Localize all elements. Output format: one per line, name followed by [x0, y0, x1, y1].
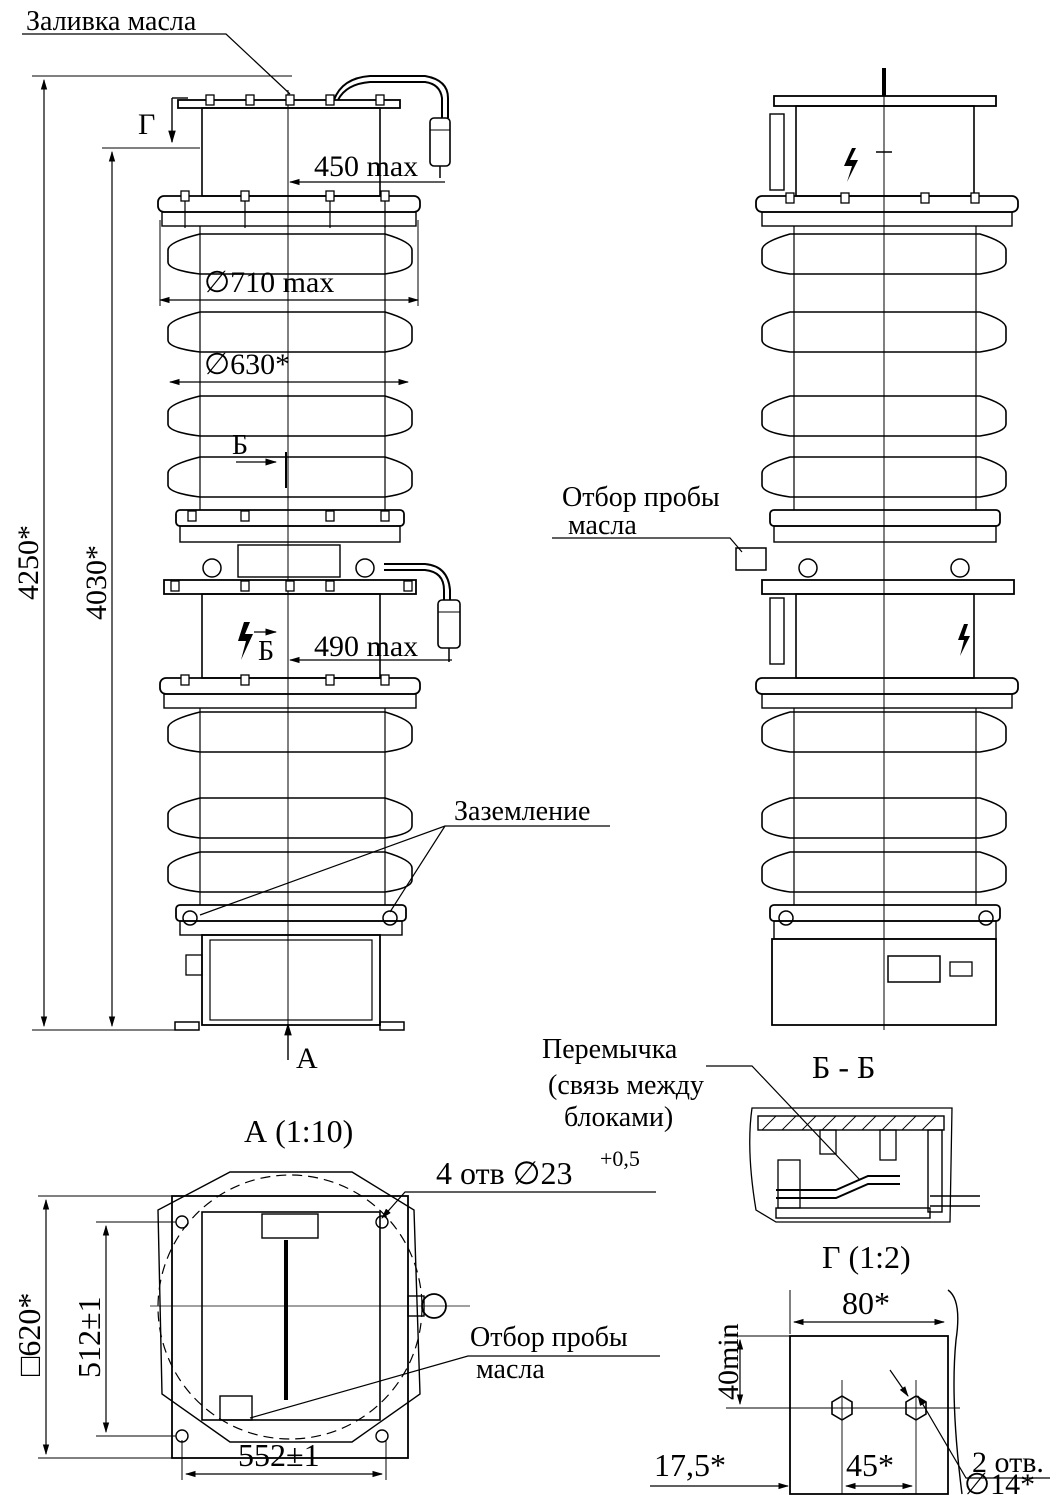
view-a: А (1:10) 4 отв ∅23 +0,5 □620* 512±1 55: [11, 1113, 660, 1480]
dim-40: 40min: [712, 1323, 745, 1400]
view-a-arrow-label: А: [296, 1042, 318, 1075]
oil-sample-label-bottom-1: Отбор пробы: [470, 1322, 628, 1353]
side-view: Отбор пробы масла: [552, 68, 1019, 1030]
front-view: Заливка масла Г 450 max ∅710 max ∅630* Б…: [12, 6, 610, 1075]
dim-4030: 4030*: [80, 545, 113, 620]
dim-80: 80*: [842, 1285, 890, 1321]
jumper-label-1: Перемычка: [542, 1034, 678, 1065]
section-bb: Б - Б Перемычка (связь между блоками): [542, 1034, 980, 1223]
section-bb-title: Б - Б: [812, 1049, 875, 1085]
oil-sample-label-bottom-2: масла: [476, 1354, 545, 1385]
g-marker: Г: [138, 108, 155, 141]
dim-552: 552±1: [238, 1437, 320, 1473]
high-voltage-icon: [238, 622, 253, 660]
holes-4-label: 4 отв ∅23: [436, 1155, 573, 1191]
holes-2-label-2: ∅14*: [964, 1468, 1035, 1495]
dim-490: 490 max: [314, 630, 418, 663]
view-g: Г (1:2) 80* 40min 17,5* 45* 2 отв. ∅14*: [650, 1239, 1050, 1495]
dim-620: □620*: [11, 1293, 47, 1376]
dim-450: 450 max: [314, 150, 418, 183]
holes-4-tolerance: +0,5: [600, 1146, 640, 1171]
jumper-label-2: (связь между: [548, 1070, 704, 1101]
dim-630: ∅630*: [204, 348, 290, 381]
dim-45: 45*: [846, 1447, 894, 1483]
view-g-title: Г (1:2): [822, 1239, 911, 1275]
oil-sample-label-right-1: Отбор пробы: [562, 482, 720, 513]
jumper-label-3: блоками): [564, 1102, 673, 1133]
view-a-title: А (1:10): [244, 1113, 353, 1149]
dim-17-5: 17,5*: [654, 1447, 726, 1483]
b-marker-mid: Б: [258, 636, 274, 667]
dim-710: ∅710 max: [204, 266, 334, 299]
holes-2-label-1: 2 отв.: [972, 1446, 1044, 1479]
oil-fill-label: Заливка масла: [26, 6, 197, 37]
b-marker-top: Б: [232, 430, 248, 461]
dim-4250: 4250*: [12, 525, 45, 600]
dim-512: 512±1: [71, 1296, 107, 1378]
oil-sample-label-right-2: масла: [568, 510, 637, 541]
grounding-label: Заземление: [454, 796, 590, 827]
